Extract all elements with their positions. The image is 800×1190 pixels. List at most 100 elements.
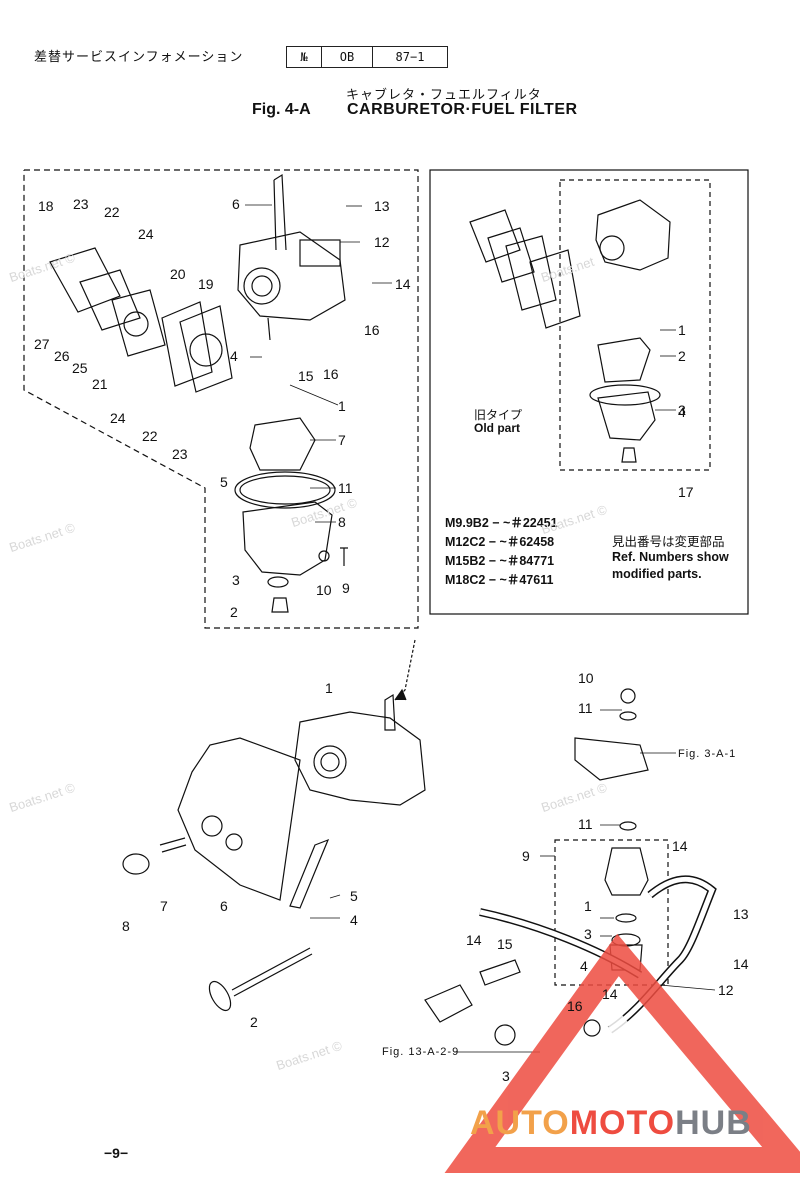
fuel-filter-box	[554, 839, 669, 986]
part-number: 11	[338, 480, 353, 496]
model-name: M15B2	[445, 554, 486, 568]
figure-title-kana: キャブレタ・フュエルフィルタ	[346, 88, 542, 103]
page-number: −9−	[104, 1145, 129, 1161]
model-row: M9.9B2 − ~＃22451	[445, 516, 558, 530]
part-number: 8	[338, 514, 346, 530]
figure-label: Fig. 4-A	[252, 101, 311, 118]
part-number: 1	[584, 898, 592, 914]
part-number: 3	[678, 402, 686, 418]
part-number: 19	[198, 276, 214, 292]
model-row: M18C2 − ~＃47611	[445, 573, 554, 587]
part-number: 15	[298, 368, 314, 384]
reference-note-line: modified parts.	[612, 567, 702, 581]
choke-knob	[208, 947, 313, 1012]
part-number: 4	[580, 958, 588, 974]
leader-arrow	[394, 639, 416, 701]
reference-note-jp: 見出番号は変更部品	[612, 534, 725, 549]
part-number: 4	[678, 404, 686, 420]
service-info-heading: 差替サービスインフォメーション	[34, 50, 244, 65]
part-number: 13	[374, 198, 390, 214]
part-number: 9	[522, 848, 530, 864]
figure-reference: Fig. 13-A-2-9	[382, 1046, 460, 1058]
part-number: 2	[250, 1014, 258, 1030]
float-bowl-detail	[234, 417, 348, 613]
part-number: 3	[232, 572, 240, 588]
part-number: 13	[733, 906, 749, 922]
part-number: 5	[220, 474, 228, 490]
automotohub-wordmark: AUTOMOTOHUB	[470, 1104, 752, 1143]
part-number: 16	[323, 366, 339, 382]
part-number: 14	[733, 956, 749, 972]
model-row: M12C2 − ~＃62458	[445, 535, 555, 549]
figure-reference: Fig. 3-A-1	[678, 748, 737, 760]
model-row: M15B2 − ~＃84771	[445, 554, 555, 568]
throttle-lever	[289, 838, 330, 909]
model-serial: ~＃22451	[503, 516, 558, 530]
automotohub-logo-mark	[444, 933, 800, 1173]
model-serial: ~＃84771	[499, 554, 555, 568]
part-number: 21	[92, 376, 108, 392]
part-number: 5	[350, 888, 358, 904]
reference-note: Ref. Numbers show modified parts.	[612, 549, 729, 583]
old-part-box	[429, 169, 749, 615]
part-number: 24	[138, 226, 154, 242]
part-number: 6	[220, 898, 228, 914]
part-number: 16	[364, 322, 380, 338]
part-number: 12	[374, 234, 390, 250]
part-number: 3	[584, 926, 592, 942]
part-number: 11	[578, 816, 593, 832]
part-number: 20	[170, 266, 186, 282]
part-number: 23	[73, 196, 89, 212]
part-number: 3	[502, 1068, 510, 1084]
part-number: 9	[342, 580, 350, 596]
part-number: 14	[672, 838, 688, 854]
part-number: 10	[316, 582, 332, 598]
brand-part: MOTO	[569, 1104, 676, 1142]
silencer-cover	[177, 737, 301, 901]
part-number: 14	[466, 932, 482, 948]
model-name: M12C2	[445, 535, 486, 549]
part-number: 12	[718, 982, 734, 998]
part-number: 27	[34, 336, 50, 352]
part-number: 4	[350, 912, 358, 928]
part-number: 25	[72, 360, 88, 376]
part-number: 7	[160, 898, 168, 914]
model-name: M9.9B2	[445, 516, 489, 530]
part-number: 14	[395, 276, 411, 292]
old-part-inner-box	[559, 179, 711, 471]
part-number: 1	[678, 322, 686, 338]
detail-callout-border	[23, 169, 419, 629]
part-number: 23	[172, 446, 188, 462]
screw	[159, 837, 187, 853]
part-number: 14	[602, 986, 618, 1002]
cap	[122, 853, 150, 875]
number-mark: №	[287, 47, 322, 67]
fuel-connector	[424, 959, 601, 1046]
part-number: 22	[104, 204, 120, 220]
figure-title: CARBURETOR·FUEL FILTER	[347, 101, 578, 118]
part-number: 10	[578, 670, 594, 686]
brand-part: AUTO	[470, 1104, 570, 1142]
leader-lines	[245, 204, 716, 1053]
part-number: 24	[110, 410, 126, 426]
part-number: 1	[338, 398, 346, 414]
part-number: 18	[38, 198, 54, 214]
part-number: 17	[678, 484, 694, 500]
number-value: 87−1	[395, 50, 425, 64]
part-number: 1	[325, 680, 333, 696]
part-number: 26	[54, 348, 70, 364]
part-number: 8	[122, 918, 130, 934]
part-number: 22	[142, 428, 158, 444]
part-number: 2	[678, 348, 686, 364]
part-number: 4	[230, 348, 238, 364]
old-part-label-jp: 旧タイプ	[474, 408, 523, 422]
part-number: 11	[578, 700, 593, 716]
number-code: OB	[322, 47, 373, 67]
gasket-plates	[49, 247, 233, 393]
part-number: 15	[497, 936, 513, 952]
reference-note-line: Ref. Numbers show	[612, 550, 729, 564]
old-carburetor-drawing	[469, 199, 671, 463]
part-number: 16	[567, 998, 583, 1014]
carburetor-assembly	[294, 693, 426, 806]
